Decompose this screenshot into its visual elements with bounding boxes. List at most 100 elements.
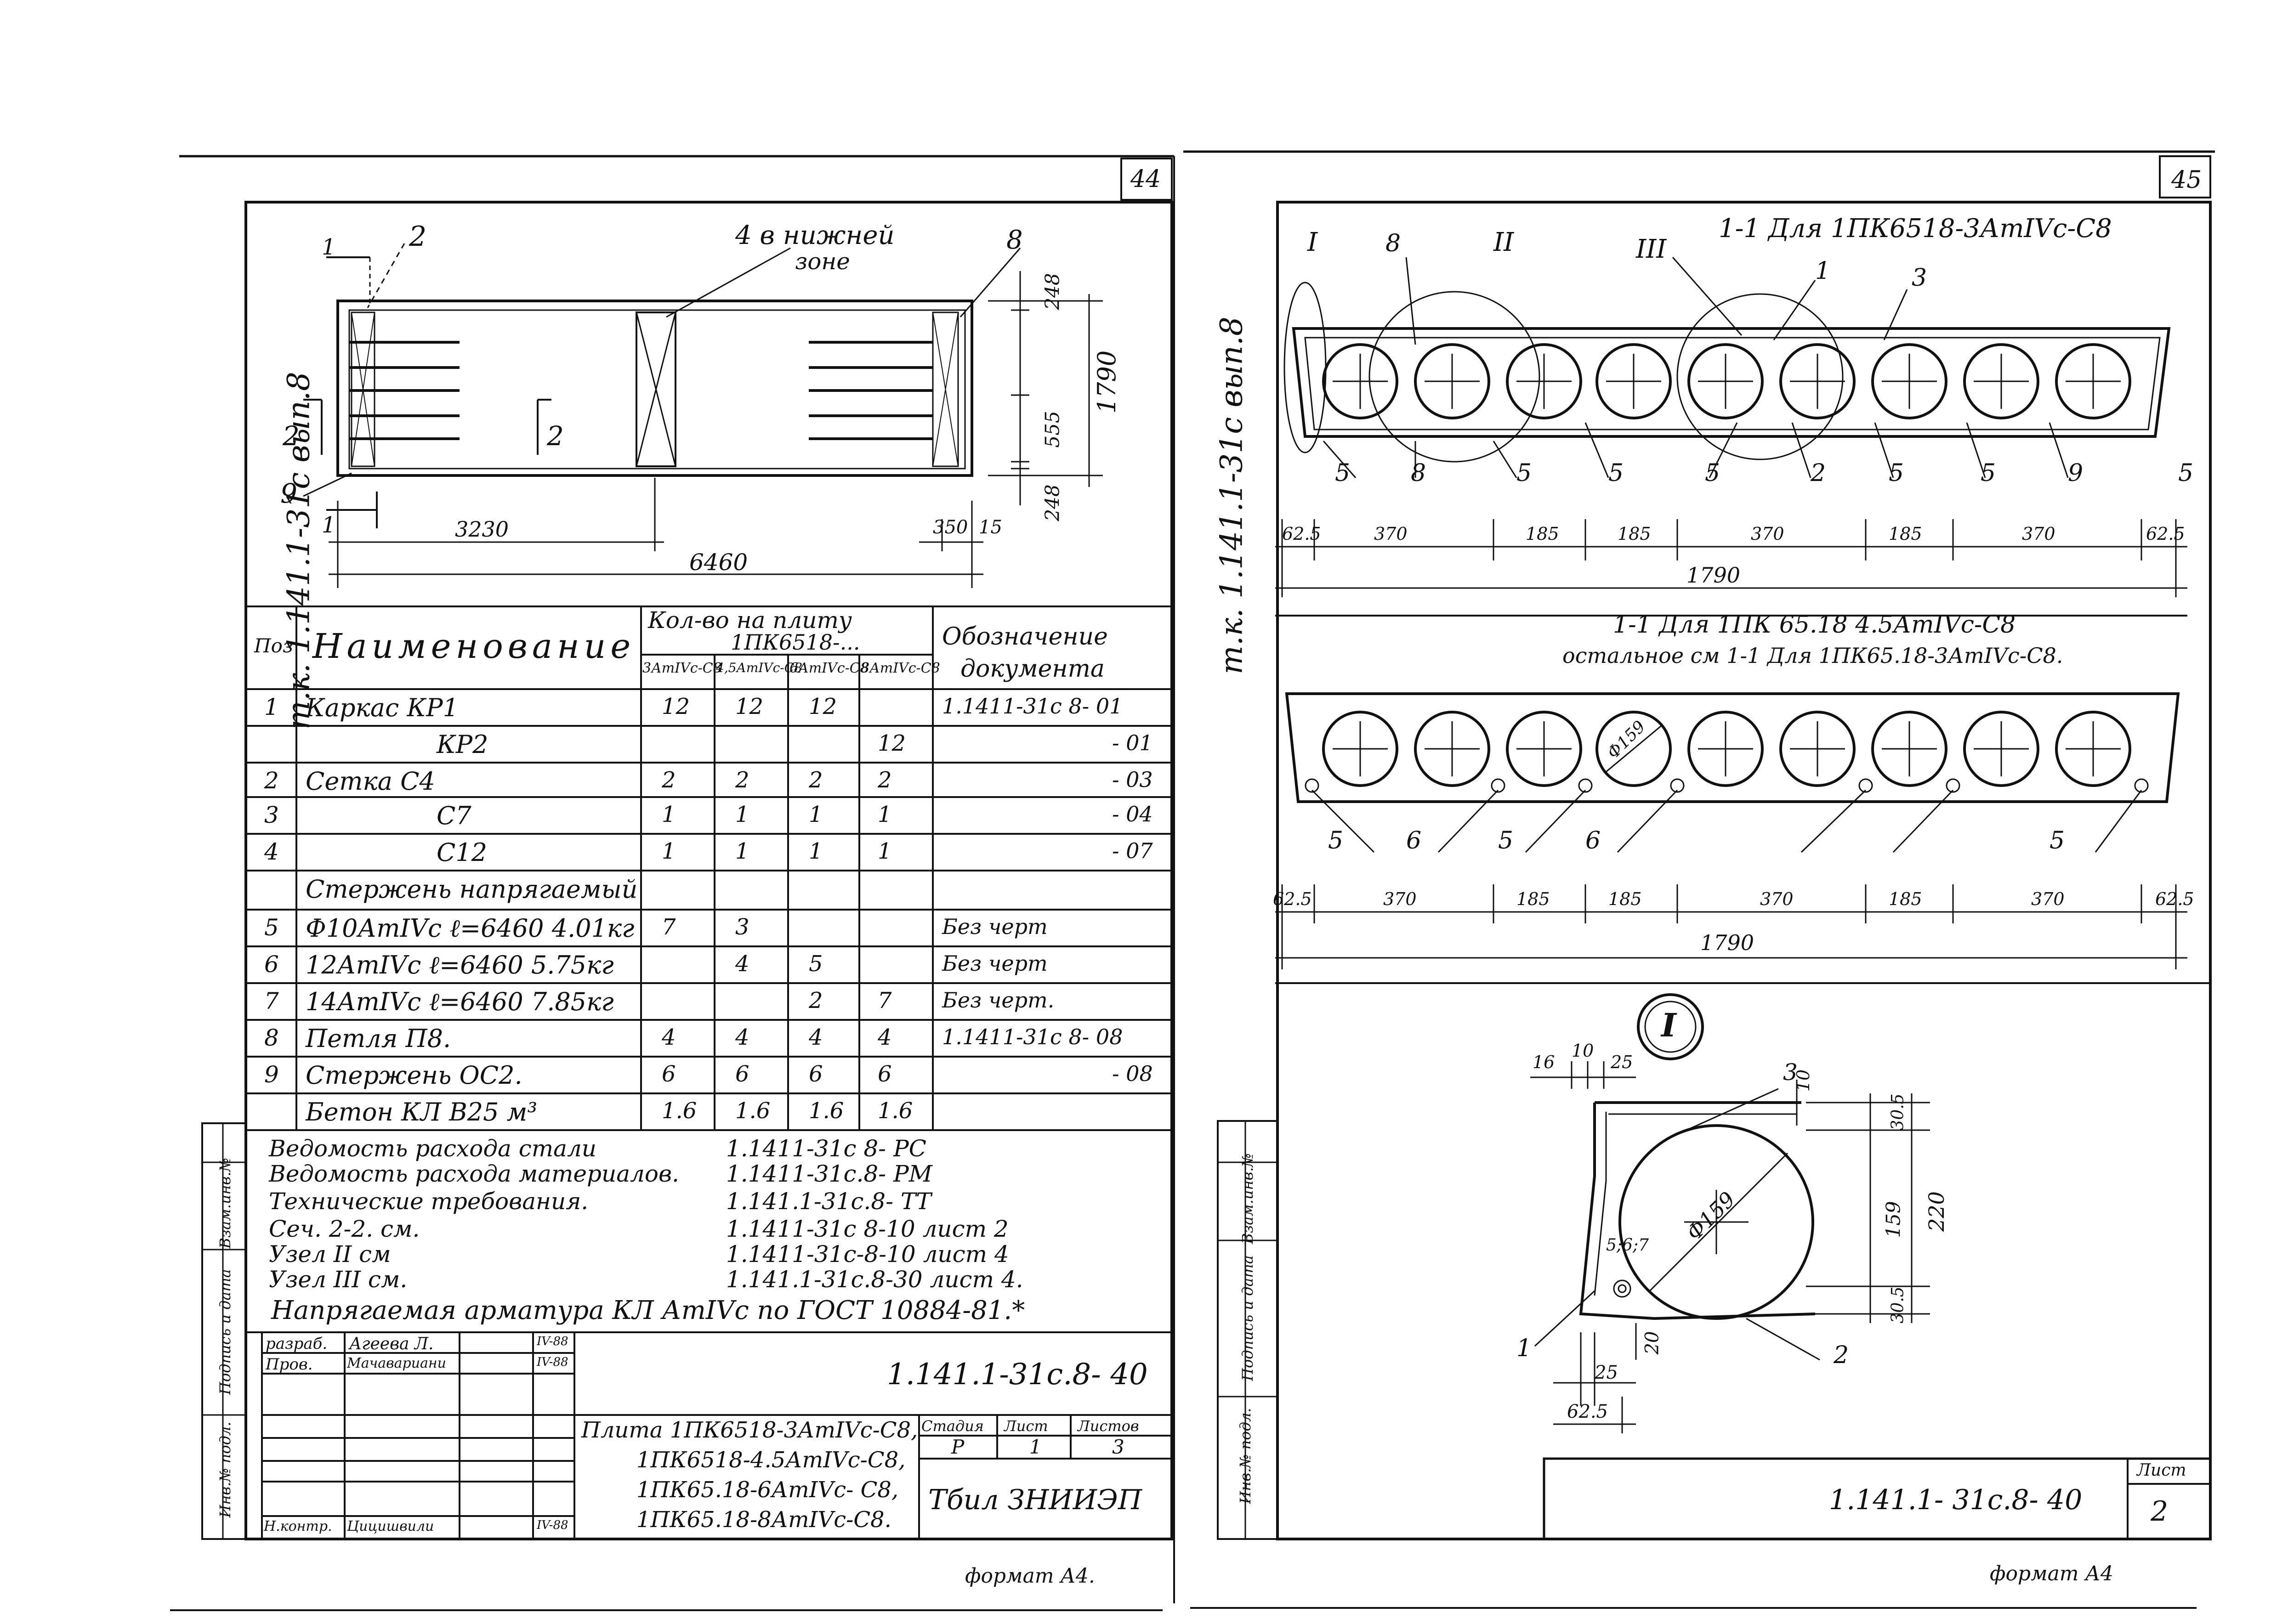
spec-row-qty: 3: [735, 914, 749, 940]
reference-doc: 1.1411-31с 8- РС: [726, 1135, 926, 1162]
variant-col-2: 4,5АтIVc-С8: [716, 660, 802, 675]
header-doc-2: документа: [960, 655, 1105, 683]
norm-label: Н.контр.: [264, 1518, 332, 1534]
section-b-callout: 6: [1585, 827, 1601, 854]
spec-row-pos: 9: [264, 1061, 279, 1088]
spec-row-name: С12: [437, 838, 488, 867]
section-a-dim: 370: [2022, 524, 2055, 544]
label-2-left: 2: [409, 221, 427, 253]
node-label-3: III: [1636, 234, 1667, 264]
spec-row-qty: 7: [662, 914, 676, 940]
dim-6460: 6460: [689, 549, 748, 576]
title-line-4: 1ПК65.18-8АтIVc-С8.: [636, 1507, 891, 1533]
dim-1790-left: 1790: [1092, 350, 1122, 414]
dim-15: 15: [979, 517, 1002, 538]
spec-row-pos: 2: [264, 767, 279, 794]
callout-lower-zone: 4 в нижней: [735, 221, 895, 250]
section-1b: 1: [322, 512, 336, 538]
dim-10a: 10: [1572, 1041, 1594, 1061]
label-8-left: 8: [1006, 225, 1023, 255]
footnote: Напрягаемая арматура КЛ АтIVc по ГОСТ 10…: [271, 1296, 1025, 1325]
reference-doc: 1.1411-31с-8-10 лист 4: [726, 1241, 1009, 1268]
spec-row-qty: 1: [735, 838, 749, 864]
sheet-value-left: 1: [1029, 1436, 1042, 1458]
spec-row-qty: 2: [809, 988, 823, 1013]
spec-row-doc: - 04: [1112, 802, 1153, 826]
spec-row-qty: 7: [878, 988, 892, 1013]
spec-row-name: Сетка С4: [306, 767, 435, 796]
stamp-sign-left: Подпись и дата: [216, 1269, 234, 1395]
header-qty-sub: 1ПК6518-...: [731, 630, 860, 655]
spec-row-qty: 1.6: [735, 1098, 771, 1124]
variant-col-4: 8АтIVc-С8: [861, 660, 940, 676]
title-code-right: 1.141.1- 31с.8- 40: [1829, 1484, 2083, 1516]
spec-row-pos: 7: [264, 988, 279, 1014]
stage-label: Стадия: [921, 1417, 984, 1435]
spec-row-qty: 1: [662, 838, 676, 864]
section-b-callout: 6: [1406, 827, 1422, 854]
spec-row-doc: Без черт.: [942, 988, 1055, 1013]
dim-20: 20: [1641, 1331, 1663, 1355]
spec-row-qty: 1: [662, 802, 676, 827]
section-2a: 2: [283, 420, 300, 452]
spec-row-qty: 4: [735, 951, 749, 977]
dim-62-5: 62.5: [1567, 1401, 1608, 1422]
spec-row-doc: - 07: [1112, 838, 1153, 863]
section-a-title: 1-1 Для 1ПК6518-3АтIVc-С8: [1719, 214, 2112, 243]
spec-row-qty: 12: [735, 694, 764, 719]
spec-row-qty: 5: [809, 951, 823, 977]
header-pos: Поз: [254, 634, 293, 657]
spec-row-name: Бетон КЛ В25 м³: [306, 1098, 538, 1126]
stage-value: Р: [951, 1436, 965, 1458]
spec-row-qty: 12: [662, 694, 690, 719]
section-b-total: 1790: [1700, 930, 1754, 955]
norm-name: Цицишвили: [347, 1518, 434, 1534]
node-callout-1: 1: [1516, 1335, 1532, 1362]
callout-top-3: 3: [1912, 264, 1927, 292]
title-code-left: 1.141.1-31с.8- 40: [887, 1358, 1148, 1392]
section-b-callout: 5: [1498, 827, 1514, 854]
spec-row-pos: 4: [264, 838, 279, 865]
reference-doc: 1.141.1-31с.8- ТТ: [726, 1188, 931, 1215]
callout-top-1: 1: [1815, 257, 1831, 285]
spec-row-qty: 6: [735, 1061, 749, 1087]
spec-row-qty: 1.6: [878, 1098, 913, 1124]
section-a-callout: 5: [1608, 459, 1624, 487]
section-b-dim: 370: [1760, 889, 1794, 909]
stamp-sign-right: Подпись и дата: [1239, 1255, 1256, 1381]
section-a-callout: 5: [1889, 459, 1904, 487]
spec-row-doc: - 01: [1112, 730, 1153, 755]
section-b-dim: 370: [1383, 889, 1417, 909]
dim-16: 16: [1533, 1052, 1555, 1072]
spec-row-qty: 6: [809, 1061, 823, 1087]
section-1a: 1: [322, 234, 336, 260]
dim-30-5a: 30.5: [1888, 1093, 1908, 1131]
section-a-callout: 5: [1705, 459, 1720, 487]
callout-top-8: 8: [1385, 230, 1401, 257]
section-a-dim: 370: [1751, 524, 1784, 544]
dim-248-top: 248: [1041, 273, 1064, 310]
org-name: Тбил ЗНИИЭП: [928, 1484, 1142, 1516]
spec-row-qty: 6: [878, 1061, 892, 1087]
node-label-1: I: [1307, 227, 1318, 257]
dim-555: 555: [1041, 411, 1064, 448]
spec-row-name: С7: [437, 801, 471, 830]
reference-doc: 1.141.1-31с.8-30 лист 4.: [726, 1266, 1023, 1293]
label-9-left: 9: [280, 478, 297, 509]
section-b-dim: 185: [1889, 889, 1922, 909]
callout-lower-zone-2: зоне: [795, 248, 850, 275]
page-number-right: 45: [2171, 166, 2202, 194]
sheet-label-left: Лист: [1004, 1417, 1048, 1435]
spec-row-doc: - 08: [1112, 1061, 1153, 1086]
spec-row-pos: 6: [264, 951, 279, 978]
sheets-value: 3: [1112, 1436, 1124, 1458]
section-a-dim: 185: [1889, 524, 1922, 544]
reference-text: Ведомость расхода стали: [269, 1135, 596, 1162]
stamp-replace-left: Взам.инв.№: [216, 1158, 234, 1249]
header-qty: Кол-во на плиту: [648, 607, 852, 634]
section-b-callout: 5: [1328, 827, 1344, 854]
spec-row-qty: 2: [735, 767, 749, 793]
section-a-callout: 5: [1981, 459, 1996, 487]
spec-row-qty: 4: [662, 1024, 676, 1050]
norm-date: IV-88: [537, 1518, 568, 1532]
